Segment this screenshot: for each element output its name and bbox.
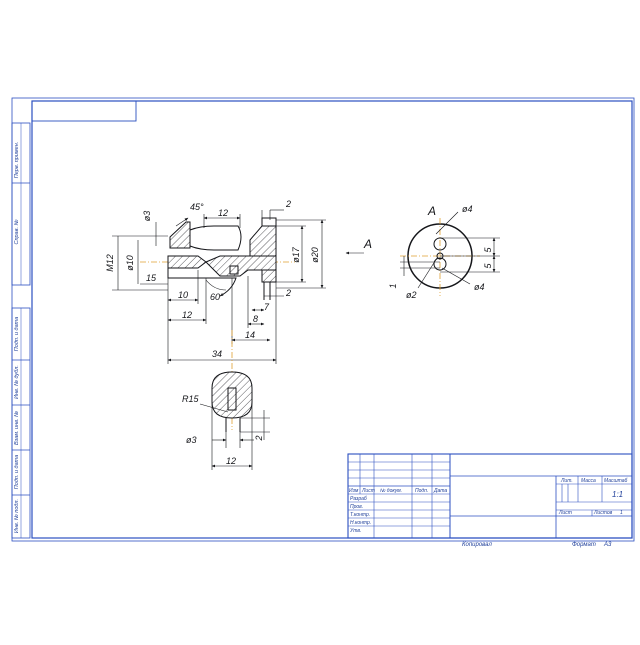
- dim-15: 15: [146, 273, 157, 283]
- tb-scale-value: 1:1: [612, 490, 623, 499]
- dim-60deg: 60°: [210, 292, 224, 302]
- dim-s-12: 12: [226, 456, 236, 466]
- side-label-ref-no: Справ. №: [14, 219, 20, 244]
- dim-a-1: 1: [388, 283, 398, 288]
- dim-a-5-lower: 5: [483, 263, 493, 269]
- tb-hdr-masshtab: Масштаб: [604, 478, 628, 484]
- dim-phi3-top: ø3: [142, 211, 152, 222]
- dim-34: 34: [212, 349, 222, 359]
- tb-row-razrab: Разраб: [350, 496, 367, 502]
- tb-hdr-massa: Масса: [581, 478, 596, 484]
- inner-frame: [31, 100, 633, 539]
- tb-row-tkontr: Т.контр.: [350, 512, 370, 518]
- dim-phi10: ø10: [125, 255, 135, 271]
- section-body: [211, 371, 253, 419]
- dim-phi17: ø17: [291, 246, 301, 263]
- view-arrow-label: A: [363, 237, 372, 251]
- footer-format-label: Формат: [572, 542, 596, 548]
- tb-col-podp: Подп.: [415, 488, 428, 494]
- side-strip: Перв. примен. Справ. № Подп. и дата Инв.…: [11, 122, 31, 539]
- tb-col-doc: № докум.: [380, 488, 402, 494]
- small-bore: [229, 265, 239, 275]
- dim-a-5-upper: 5: [483, 247, 493, 253]
- tb-row-prov: Пров.: [350, 504, 363, 510]
- flange-lower-section: [261, 269, 277, 283]
- top-stamp-box: [31, 100, 137, 122]
- body-left-section: [167, 255, 207, 269]
- side-label-inv-orig: Инв. № подл.: [14, 499, 20, 533]
- tb-hdr-lit: Лит.: [560, 478, 573, 484]
- tb-col-list: Лист: [361, 488, 375, 494]
- dim-2-right: 2: [285, 288, 291, 298]
- outer-frame: [11, 97, 635, 542]
- tb-row-nkontr: Н.контр.: [350, 520, 371, 526]
- dim-7: 7: [264, 302, 270, 312]
- dim-phi20: ø20: [310, 247, 320, 263]
- tb-sheets-label: Листов: [593, 510, 613, 516]
- dim-45deg: 45°: [190, 202, 204, 212]
- section-view: R15 ø3 2 12: [182, 371, 270, 470]
- dim-14: 14: [245, 330, 255, 340]
- end-view-label: A: [427, 204, 436, 218]
- side-label-first-use: Перв. примен.: [14, 142, 20, 179]
- tb-col-data: Дата: [433, 488, 447, 494]
- dim-a-phi4-bottom: ø4: [474, 282, 485, 292]
- flange-lip-top: [261, 217, 277, 227]
- side-label-replace-inv: Взам. инв. №: [14, 411, 20, 445]
- side-label-inv-dup: Инв. № дубл.: [14, 365, 20, 399]
- nozzle-upper-section: [169, 221, 191, 249]
- dim-a-phi4-top: ø4: [462, 204, 473, 214]
- dim-s-r15: R15: [182, 394, 200, 404]
- dim-8: 8: [253, 314, 258, 324]
- dim-10: 10: [178, 290, 188, 300]
- dim-s-2: 2: [254, 435, 264, 441]
- dim-a-phi2: ø2: [406, 290, 417, 300]
- end-view-a: A ø4 5 5 1 ø2 ø4: [388, 204, 500, 300]
- dim-2-top: 2: [285, 199, 291, 209]
- dim-s-phi3: ø3: [186, 435, 197, 445]
- footer-format-value: А3: [603, 542, 612, 548]
- footer-copied: Копировал: [462, 542, 492, 548]
- tb-col-izm: Изм: [349, 488, 359, 494]
- section-bore: [227, 387, 237, 411]
- title-block: Изм Лист № докум. Подп. Дата Разраб Пров…: [347, 453, 633, 539]
- main-view: [140, 217, 295, 300]
- dim-12-top: 12: [218, 208, 228, 218]
- dim-m12: M12: [105, 254, 115, 272]
- right-flange-upper-section: [249, 225, 277, 259]
- dim-12-low: 12: [182, 310, 192, 320]
- tb-sheet-label: Лист: [558, 510, 572, 516]
- end-view-hole-lower: [433, 257, 447, 271]
- tb-row-utv: Утв.: [350, 528, 361, 534]
- side-label-sign-date-2: Подп. и дата: [14, 455, 20, 489]
- side-label-sign-date-1: Подп. и дата: [14, 317, 20, 351]
- view-a-arrow: A: [345, 237, 372, 255]
- nozzle-channel-outline: [189, 225, 242, 251]
- tb-sheets-value: 1: [620, 510, 623, 516]
